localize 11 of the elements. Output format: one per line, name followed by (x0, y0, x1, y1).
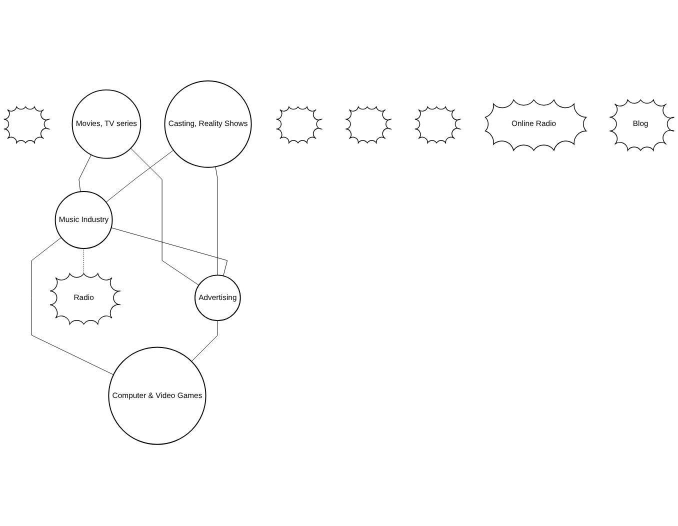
connector (110, 228, 228, 276)
node-star (4, 106, 50, 144)
node-star (345, 106, 392, 144)
connector (78, 154, 92, 192)
connector (31, 238, 114, 376)
connector (215, 166, 218, 276)
connector (191, 320, 218, 362)
connector (106, 150, 174, 203)
connector (130, 148, 200, 286)
node-star (414, 106, 460, 144)
node-star (276, 106, 322, 144)
